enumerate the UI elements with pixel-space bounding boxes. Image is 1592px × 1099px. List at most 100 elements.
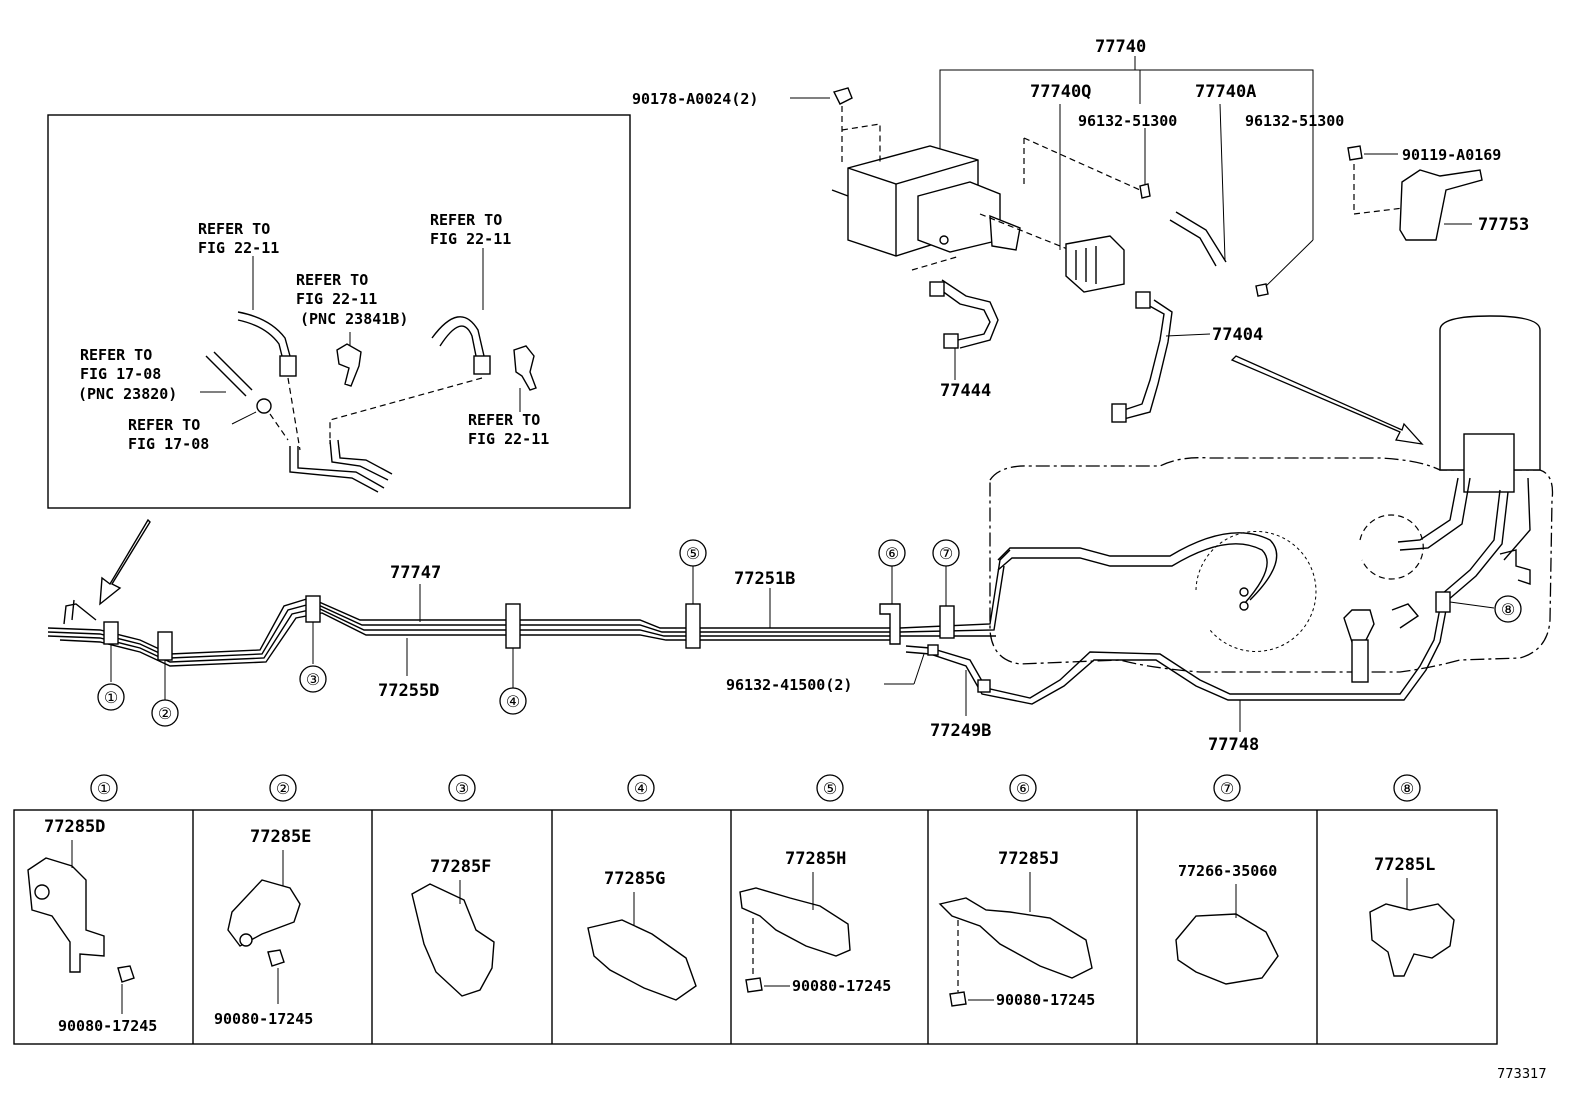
marker-4[interactable]: ④ xyxy=(506,692,520,711)
cell-part-number[interactable]: 77266-35060 xyxy=(1178,862,1277,880)
cell-part-number[interactable]: 77285J xyxy=(998,849,1059,869)
nut-icon xyxy=(117,965,135,983)
cell-part-number[interactable]: 77285E xyxy=(250,827,311,847)
clamp-8 xyxy=(1435,591,1451,613)
table-header: ② xyxy=(276,779,290,798)
fuel-tank-outline xyxy=(989,457,1554,673)
cell-nut-number[interactable]: 90080-17245 xyxy=(792,977,891,995)
callout-90178-A0024[interactable]: 90178-A0024(2) xyxy=(632,90,758,108)
pipe-77748 xyxy=(905,607,1441,699)
figure-id: 773317 xyxy=(1497,1067,1547,1082)
inset-detail: REFER TO FIG 22-11 REFER TO FIG 22-11 (P… xyxy=(47,114,631,509)
callout-77249B[interactable]: 77249B xyxy=(930,721,991,741)
marker-2[interactable]: ② xyxy=(158,704,172,723)
hose-77404 xyxy=(1117,303,1165,413)
table-header: ① xyxy=(97,779,111,798)
clamp-6 xyxy=(879,603,901,645)
table-cell: 77285L xyxy=(1369,855,1455,977)
clamp-4 xyxy=(505,603,521,649)
cell-nut-number[interactable]: 90080-17245 xyxy=(996,991,1095,1009)
callout-96132-41500[interactable]: 96132-41500(2) xyxy=(726,676,852,694)
inset-hose-b xyxy=(431,316,485,357)
callout-90119-A0169[interactable]: 90119-A0169 xyxy=(1402,146,1501,164)
inset-fitting-b xyxy=(473,355,491,375)
callout-77748[interactable]: 77748 xyxy=(1208,735,1259,755)
ref-label: REFER TO xyxy=(198,220,270,238)
callout-77444[interactable]: 77444 xyxy=(940,381,991,401)
table-cell: 77285F xyxy=(411,857,495,997)
cell-part-number[interactable]: 77285D xyxy=(44,817,105,837)
marker-8[interactable]: ⑧ xyxy=(1501,600,1515,619)
hose-77444 xyxy=(937,287,991,341)
clamp-77285J-drawing xyxy=(938,897,1093,979)
cell-part-number[interactable]: 77285L xyxy=(1374,855,1435,875)
nut-icon xyxy=(267,949,285,967)
table-header: ⑥ xyxy=(1016,779,1030,798)
table-cell: 77285E 90080-17245 xyxy=(214,827,313,1028)
canister-assembly xyxy=(790,56,1483,423)
cell-nut-number[interactable]: 90080-17245 xyxy=(214,1010,313,1028)
table-cell: 77285D 90080-17245 xyxy=(27,817,157,1035)
clamp-3 xyxy=(305,595,321,623)
clip-icon xyxy=(1139,183,1151,199)
marker-6[interactable]: ⑥ xyxy=(885,544,899,563)
clamp-77285F-drawing xyxy=(411,883,495,997)
inset-fitting-a xyxy=(279,355,297,377)
marker-3[interactable]: ③ xyxy=(306,670,320,689)
clip-icon xyxy=(1255,283,1269,297)
ref-label: REFER TO xyxy=(468,411,540,429)
cell-nut-number[interactable]: 90080-17245 xyxy=(58,1017,157,1035)
table-cell: 77285H 90080-17245 xyxy=(739,849,891,995)
ref-label: FIG 22-11 xyxy=(296,290,377,308)
callout-77740Q[interactable]: 77740Q xyxy=(1030,82,1091,102)
ref-label: REFER TO xyxy=(430,211,502,229)
hose-77740A xyxy=(1175,211,1227,263)
callout-77747[interactable]: 77747 xyxy=(390,563,441,583)
marker-1[interactable]: ① xyxy=(104,688,118,707)
inset-grommet xyxy=(256,398,272,414)
table-cell: 77285J 90080-17245 xyxy=(938,849,1095,1009)
table-header: ④ xyxy=(634,779,648,798)
bolt-icon xyxy=(1347,145,1363,161)
clamp-markers: ① ② ③ ④ ⑤ ⑥ ⑦ ⑧ xyxy=(97,539,1522,727)
ref-label: (PNC 23820) xyxy=(78,385,177,403)
ref-label: FIG 17-08 xyxy=(80,365,161,383)
ref-label: REFER TO xyxy=(80,346,152,364)
ref-label: FIG 22-11 xyxy=(430,230,511,248)
callout-77740[interactable]: 77740 xyxy=(1095,37,1146,57)
clamp-2 xyxy=(157,631,173,661)
callout-77255D[interactable]: 77255D xyxy=(378,681,439,701)
fuel-tank xyxy=(989,315,1554,683)
callout-77251B[interactable]: 77251B xyxy=(734,569,795,589)
cell-part-number[interactable]: 77285G xyxy=(604,869,665,889)
table-header: ⑤ xyxy=(823,779,837,798)
cell-part-number[interactable]: 77285H xyxy=(785,849,846,869)
callout-77740A[interactable]: 77740A xyxy=(1195,82,1256,102)
inset-arrow-icon xyxy=(99,518,151,606)
cell-part-number[interactable]: 77285F xyxy=(430,857,491,877)
clamp-77285G-drawing xyxy=(587,919,697,1001)
clamp-77285H-drawing xyxy=(739,887,851,957)
bracket-77753 xyxy=(1399,169,1483,241)
nut-icon xyxy=(949,991,967,1007)
marker-5[interactable]: ⑤ xyxy=(686,544,700,563)
fuel-line xyxy=(47,549,1011,655)
table-header-row: ① ② ③ ④ ⑤ ⑥ ⑦ ⑧ xyxy=(90,774,1421,802)
callout-96132-51300[interactable]: 96132-51300 xyxy=(1245,112,1344,130)
callout-77404[interactable]: 77404 xyxy=(1212,325,1263,345)
inset-frame xyxy=(47,114,631,509)
table-header: ⑦ xyxy=(1220,779,1234,798)
nut-icon xyxy=(745,977,763,993)
callout-77753[interactable]: 77753 xyxy=(1478,215,1529,235)
marker-7[interactable]: ⑦ xyxy=(939,544,953,563)
canister-bracket xyxy=(917,181,1001,253)
callout-96132-51300[interactable]: 96132-51300 xyxy=(1078,112,1177,130)
clamp-77285L-drawing xyxy=(1369,903,1455,977)
ref-label: (PNC 23841B) xyxy=(300,310,408,328)
table-frame xyxy=(13,809,1498,1045)
table-header: ⑧ xyxy=(1400,779,1414,798)
clamp-1 xyxy=(103,621,119,645)
table-header: ③ xyxy=(455,779,469,798)
filler-neck xyxy=(1439,315,1541,471)
clamp-77266-drawing xyxy=(1175,913,1279,985)
